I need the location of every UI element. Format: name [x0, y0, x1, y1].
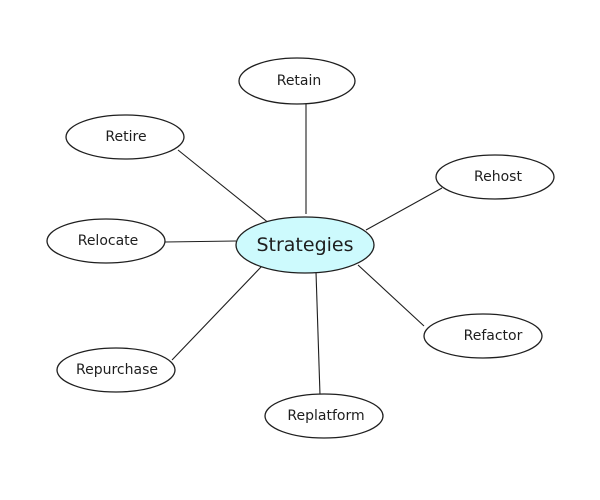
- node-retain-shape: [238, 57, 356, 105]
- center-node-label: Strategies: [256, 234, 353, 256]
- node-relocate-shape: [46, 218, 166, 264]
- edge-refactor: [357, 264, 425, 327]
- node-refactor[interactable]: Refactor: [423, 313, 543, 359]
- node-repurchase[interactable]: Repurchase: [56, 347, 176, 393]
- node-refactor-label: Refactor: [464, 328, 523, 344]
- node-center-strategies[interactable]: Strategies: [235, 216, 375, 274]
- node-rehost-shape: [435, 154, 555, 200]
- node-retire-shape: [65, 114, 185, 160]
- node-refactor-shape: [423, 313, 543, 359]
- node-repurchase-label: Repurchase: [76, 362, 158, 378]
- node-replatform[interactable]: Replatform: [264, 393, 384, 439]
- node-retain[interactable]: Retain: [238, 57, 356, 105]
- node-rehost[interactable]: Rehost: [435, 154, 555, 200]
- node-replatform-label: Replatform: [287, 408, 364, 424]
- edge-repurchase: [171, 265, 263, 361]
- node-retire[interactable]: Retire: [65, 114, 185, 160]
- connectors: [164, 103, 443, 396]
- node-replatform-shape: [264, 393, 384, 439]
- node-rehost-label: Rehost: [474, 169, 522, 185]
- edge-rehost: [365, 187, 443, 231]
- edge-relocate: [164, 240, 237, 243]
- node-retire-label: Retire: [105, 129, 146, 145]
- edge-retire: [177, 149, 271, 225]
- node-repurchase-shape: [56, 347, 176, 393]
- node-relocate[interactable]: Relocate: [46, 218, 166, 264]
- node-relocate-label: Relocate: [78, 233, 139, 249]
- edge-replatform: [315, 271, 321, 396]
- center-node-shape: [235, 216, 375, 274]
- node-retain-label: Retain: [277, 73, 322, 89]
